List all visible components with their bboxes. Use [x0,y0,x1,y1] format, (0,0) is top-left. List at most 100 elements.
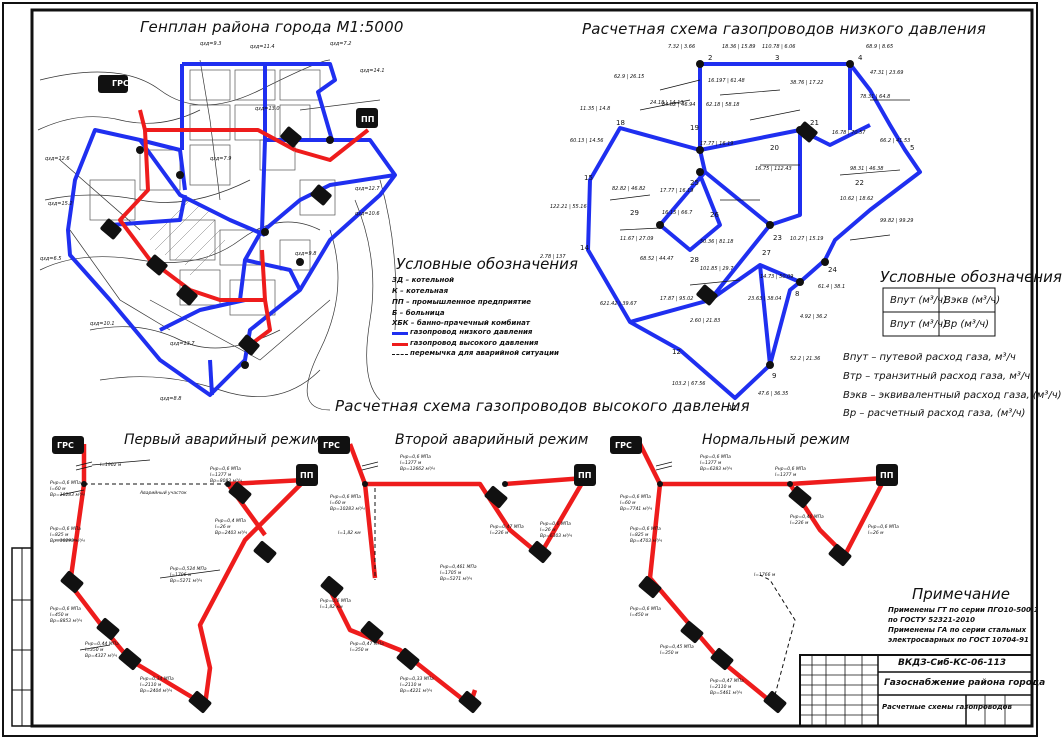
svg-text:5: 5 [910,144,914,152]
svg-text:l=450 м: l=450 м [50,612,69,618]
svg-text:l=350 м: l=350 м [85,647,104,653]
hp1-grs-label: ГРС [57,441,74,450]
svg-text:Вр=6303 м³/ч: Вр=6303 м³/ч [540,533,572,539]
legend-item-high: газопровод высокого давления [410,339,539,347]
svg-text:Вр=2403 м³/ч: Вр=2403 м³/ч [215,530,247,536]
svg-text:qзд=9.8: qзд=9.8 [295,251,316,257]
svg-text:l=2110 м: l=2110 м [400,682,422,688]
svg-text:621.42 | 39.67: 621.42 | 39.67 [600,301,637,307]
svg-text:l=825 м: l=825 м [630,532,649,538]
genplan-pp-label: ПП [361,115,374,124]
svg-text:Вр=5271 м³/ч: Вр=5271 м³/ч [440,576,472,582]
mode-second-title: Второй аварийный режим [395,432,589,448]
genplan-title: Генплан района города М1:5000 [140,18,404,36]
svg-text:98.31 | 46.38: 98.31 | 46.38 [850,166,884,172]
svg-text:l=60 м: l=60 м [330,500,346,506]
mode-normal-title: Нормальный режим [702,432,850,448]
svg-text:12: 12 [672,348,681,356]
svg-text:23: 23 [773,234,782,242]
svg-text:l=1902 м: l=1902 м [100,462,122,468]
svg-text:l=450 м: l=450 м [630,612,649,618]
svg-text:l=1,82 км: l=1,82 км [320,604,343,610]
legend-item-b: Б – больница [392,309,445,317]
svg-text:16.78 | 70.57: 16.78 | 70.57 [832,130,866,136]
svg-text:Вр=8083 м³/ч: Вр=8083 м³/ч [210,478,242,484]
svg-text:14.73 | 50.09: 14.73 | 50.09 [760,274,794,280]
note-line-3: Применены ГА по серии стальных [888,626,1027,634]
note-line-4: электросварных по ГОСТ 10704-91 [888,636,1029,644]
svg-text:38.76 | 17.22: 38.76 | 17.22 [790,80,824,86]
svg-text:qзд=13.7: qзд=13.7 [170,341,195,347]
svg-text:10.27 | 15.19: 10.27 | 15.19 [790,236,824,242]
svg-text:l=60 м: l=60 м [620,500,636,506]
svg-text:Pнр=0,6 МПа: Pнр=0,6 МПа [868,524,899,530]
legend-item-bypass: перемычка для аварийной ситуации [410,349,559,357]
svg-text:Вр=5461 м³/ч: Вр=5461 м³/ч [710,690,742,696]
legend-def-b-put: Впут – путевой расход газа, м³/ч [843,352,1016,363]
hp3-pp-label: ПП [880,471,893,480]
svg-text:52.2 | 21.36: 52.2 | 21.36 [790,356,820,362]
svg-text:22: 22 [855,179,864,187]
svg-text:l=2110 м: l=2110 м [140,682,162,688]
svg-text:14: 14 [580,244,589,252]
svg-text:110.78 | 6.06: 110.78 | 6.06 [762,44,796,50]
svg-text:10.62 | 18.62: 10.62 | 18.62 [840,196,874,202]
svg-text:Pнр=0,6 МПа: Pнр=0,6 МПа [630,606,661,612]
svg-text:19: 19 [690,124,699,132]
svg-text:qзд=7.2: qзд=7.2 [330,41,351,47]
hp2-grs-label: ГРС [323,441,340,450]
svg-text:qзд=14.1: qзд=14.1 [360,68,385,74]
svg-text:82.82 | 46.82: 82.82 | 46.82 [612,186,646,192]
legend-item-pp: ПП – промышленное предприятие [392,298,531,306]
svg-text:Pнр=0,6 МПа: Pнр=0,6 МПа [540,521,571,527]
genplan-grs-label: ГРС [112,79,129,88]
svg-text:l=1706 м: l=1706 м [170,572,192,578]
svg-text:qзд=13.0: qзд=13.0 [255,106,280,112]
note-line-2: по ГОСТУ 52321-2010 [888,616,975,624]
legend-item-zd: ЗД – котельной [392,276,455,284]
svg-text:Аварийный участок: Аварийный участок [139,490,187,496]
svg-text:l=1377 м: l=1377 м [210,472,232,478]
svg-text:Вр=4327 м³/ч: Вр=4327 м³/ч [85,653,117,659]
svg-text:20: 20 [770,144,779,152]
svg-text:l=1,82 км: l=1,82 км [338,530,361,536]
svg-text:17.77 | 16.19: 17.77 | 16.19 [700,141,734,147]
svg-text:68.9 | 8.65: 68.9 | 8.65 [866,44,893,50]
svg-text:Pнр=0,47 МПа: Pнр=0,47 МПа [710,678,744,684]
svg-text:Pнр=0,6 МПа: Pнр=0,6 МПа [50,480,81,486]
svg-text:qзд=7.9: qзд=7.9 [210,156,231,162]
svg-text:Вр=2404 м³/ч: Вр=2404 м³/ч [140,688,172,694]
svg-text:Вр=4221 м³/ч: Вр=4221 м³/ч [400,688,432,694]
svg-text:Pнр=0,6 МПа: Pнр=0,6 МПа [400,454,431,460]
stamp-project: Газоснабжение района города [884,678,1046,688]
svg-text:Pнр=0,6 МПа: Pнр=0,6 МПа [630,526,661,532]
legend-cell-b-trans: Впут (м³/ч) [890,295,947,306]
svg-text:24: 24 [828,266,837,274]
svg-text:Pнр=0,6 МПа: Pнр=0,6 МПа [320,598,351,604]
svg-text:Вр=8853 м³/ч: Вр=8853 м³/ч [50,618,82,624]
svg-text:l=236 м: l=236 м [490,530,509,536]
svg-text:Вр=12662 м³/ч: Вр=12662 м³/ч [400,466,435,472]
svg-text:27: 27 [762,249,771,257]
svg-text:qзд=10.1: qзд=10.1 [90,321,115,327]
note-title: Примечание [912,585,1010,603]
svg-text:Pнр=0,461 МПа: Pнр=0,461 МПа [440,564,477,570]
svg-text:qзд=9.3: qзд=9.3 [200,41,221,47]
legend-swatch-low [392,332,408,335]
svg-text:122.21 | 55.16: 122.21 | 55.16 [550,204,587,210]
svg-text:Pнр=0,46 МПа: Pнр=0,46 МПа [790,514,824,520]
svg-text:Pнр=0,6 МПа: Pнр=0,6 МПа [700,454,731,460]
legend-cell-b-put: Впут (м³/ч) [890,319,947,330]
svg-text:68.52 | 44.47: 68.52 | 44.47 [640,256,674,262]
svg-text:l=1766 м: l=1766 м [754,572,776,578]
legend-def-b-tr: Втр – транзитный расход газа, м³/ч [843,371,1031,382]
svg-text:Pнр=0,33 МПа: Pнр=0,33 МПа [400,676,434,682]
svg-text:l=350 м: l=350 м [660,650,679,656]
svg-text:103.2 | 67.56: 103.2 | 67.56 [672,381,706,387]
svg-text:Pнр=0,524 МПа: Pнр=0,524 МПа [170,566,207,572]
svg-text:Вр=5271 м³/ч: Вр=5271 м³/ч [170,578,202,584]
svg-text:Pнр=0,6 МПа: Pнр=0,6 МПа [50,606,81,612]
